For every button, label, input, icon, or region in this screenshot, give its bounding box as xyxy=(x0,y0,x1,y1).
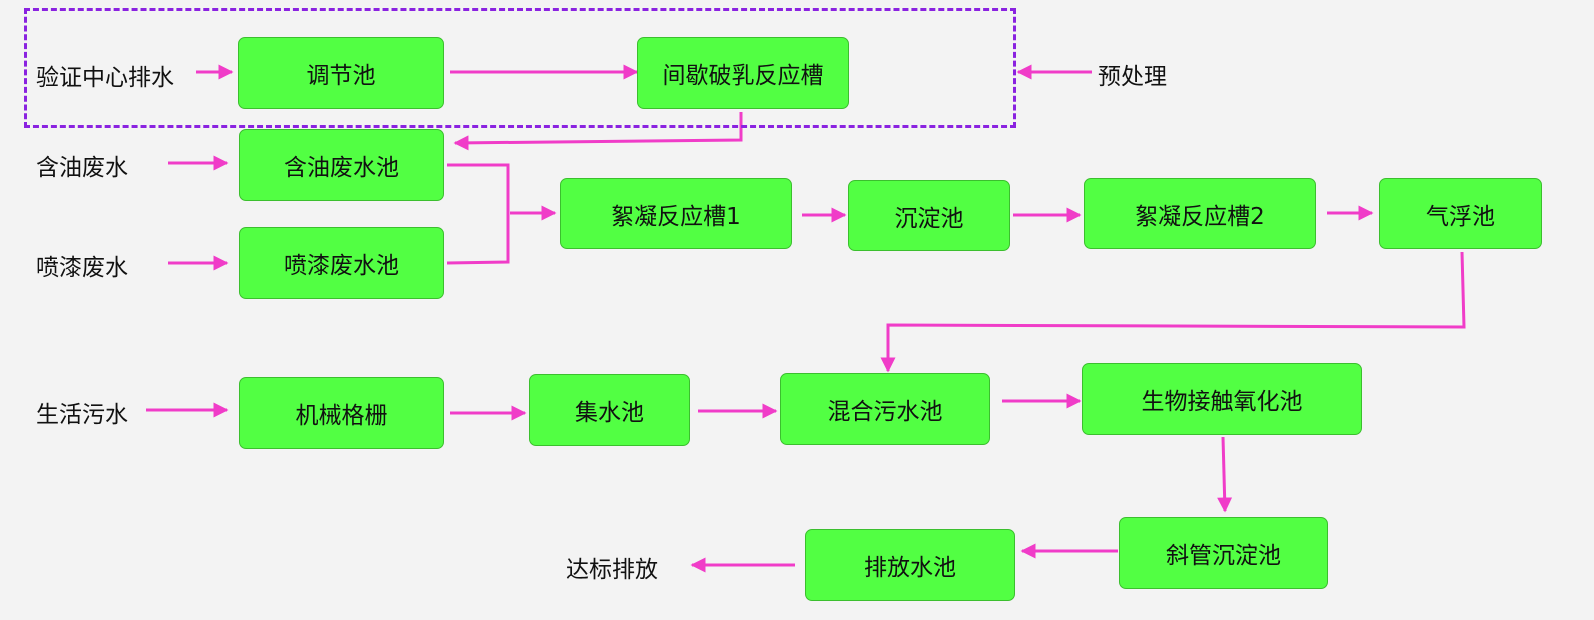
input-oily-wastewater: 含油废水 xyxy=(36,155,128,181)
node-sedimentation-tank: 沉淀池 xyxy=(848,180,1010,251)
node-flocculation-tank-1: 絮凝反应槽1 xyxy=(560,178,792,249)
pretreatment-group xyxy=(24,8,1016,128)
input-paint-wastewater: 喷漆废水 xyxy=(36,255,128,281)
output-label: 达标排放 xyxy=(566,557,658,583)
merge-line-oily xyxy=(446,163,510,265)
arrow-demulsification-to-oily-tank xyxy=(453,112,743,151)
pretreatment-label: 预处理 xyxy=(1098,64,1167,90)
input-domestic-sewage: 生活污水 xyxy=(36,402,128,428)
node-regulating-tank: 调节池 xyxy=(238,37,444,109)
node-discharge-tank: 排放水池 xyxy=(805,529,1015,601)
node-collection-tank: 集水池 xyxy=(529,374,690,446)
node-demulsification-tank: 间歇破乳反应槽 xyxy=(637,37,849,109)
arrow-bio-to-inclined xyxy=(1217,436,1233,513)
node-air-flotation-tank: 气浮池 xyxy=(1379,178,1542,249)
node-mixed-sewage-tank: 混合污水池 xyxy=(780,373,990,445)
node-flocculation-tank-2: 絮凝反应槽2 xyxy=(1084,178,1316,249)
input-validation-center: 验证中心排水 xyxy=(36,65,174,91)
node-oily-wastewater-tank: 含油废水池 xyxy=(239,129,444,201)
node-mechanical-screen: 机械格栅 xyxy=(239,377,444,449)
node-inclined-tube-sedimentation: 斜管沉淀池 xyxy=(1119,517,1328,589)
node-paint-wastewater-tank: 喷漆废水池 xyxy=(239,227,444,299)
node-bio-contact-oxidation-tank: 生物接触氧化池 xyxy=(1082,363,1362,435)
arrow-flotation-to-mixed xyxy=(880,251,1466,373)
